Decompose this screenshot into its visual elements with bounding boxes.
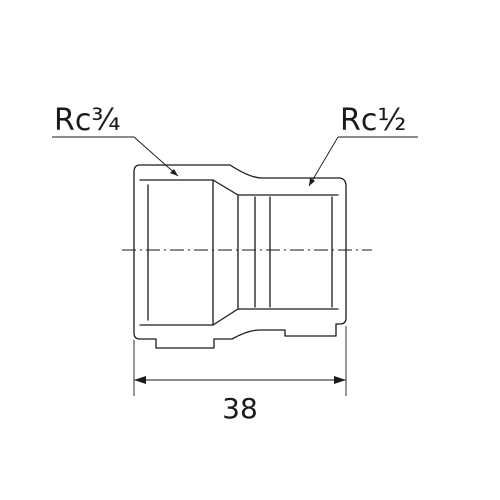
length-dimension [133, 326, 347, 396]
left-thread-leader [52, 136, 179, 177]
large-bore [139, 179, 239, 326]
small-bore [237, 194, 339, 310]
overall-length-label: 38 [222, 392, 258, 425]
right-thread-label: Rc½ [340, 103, 406, 138]
left-thread-label: Rc¾ [54, 103, 120, 138]
fitting-outline [133, 164, 347, 349]
